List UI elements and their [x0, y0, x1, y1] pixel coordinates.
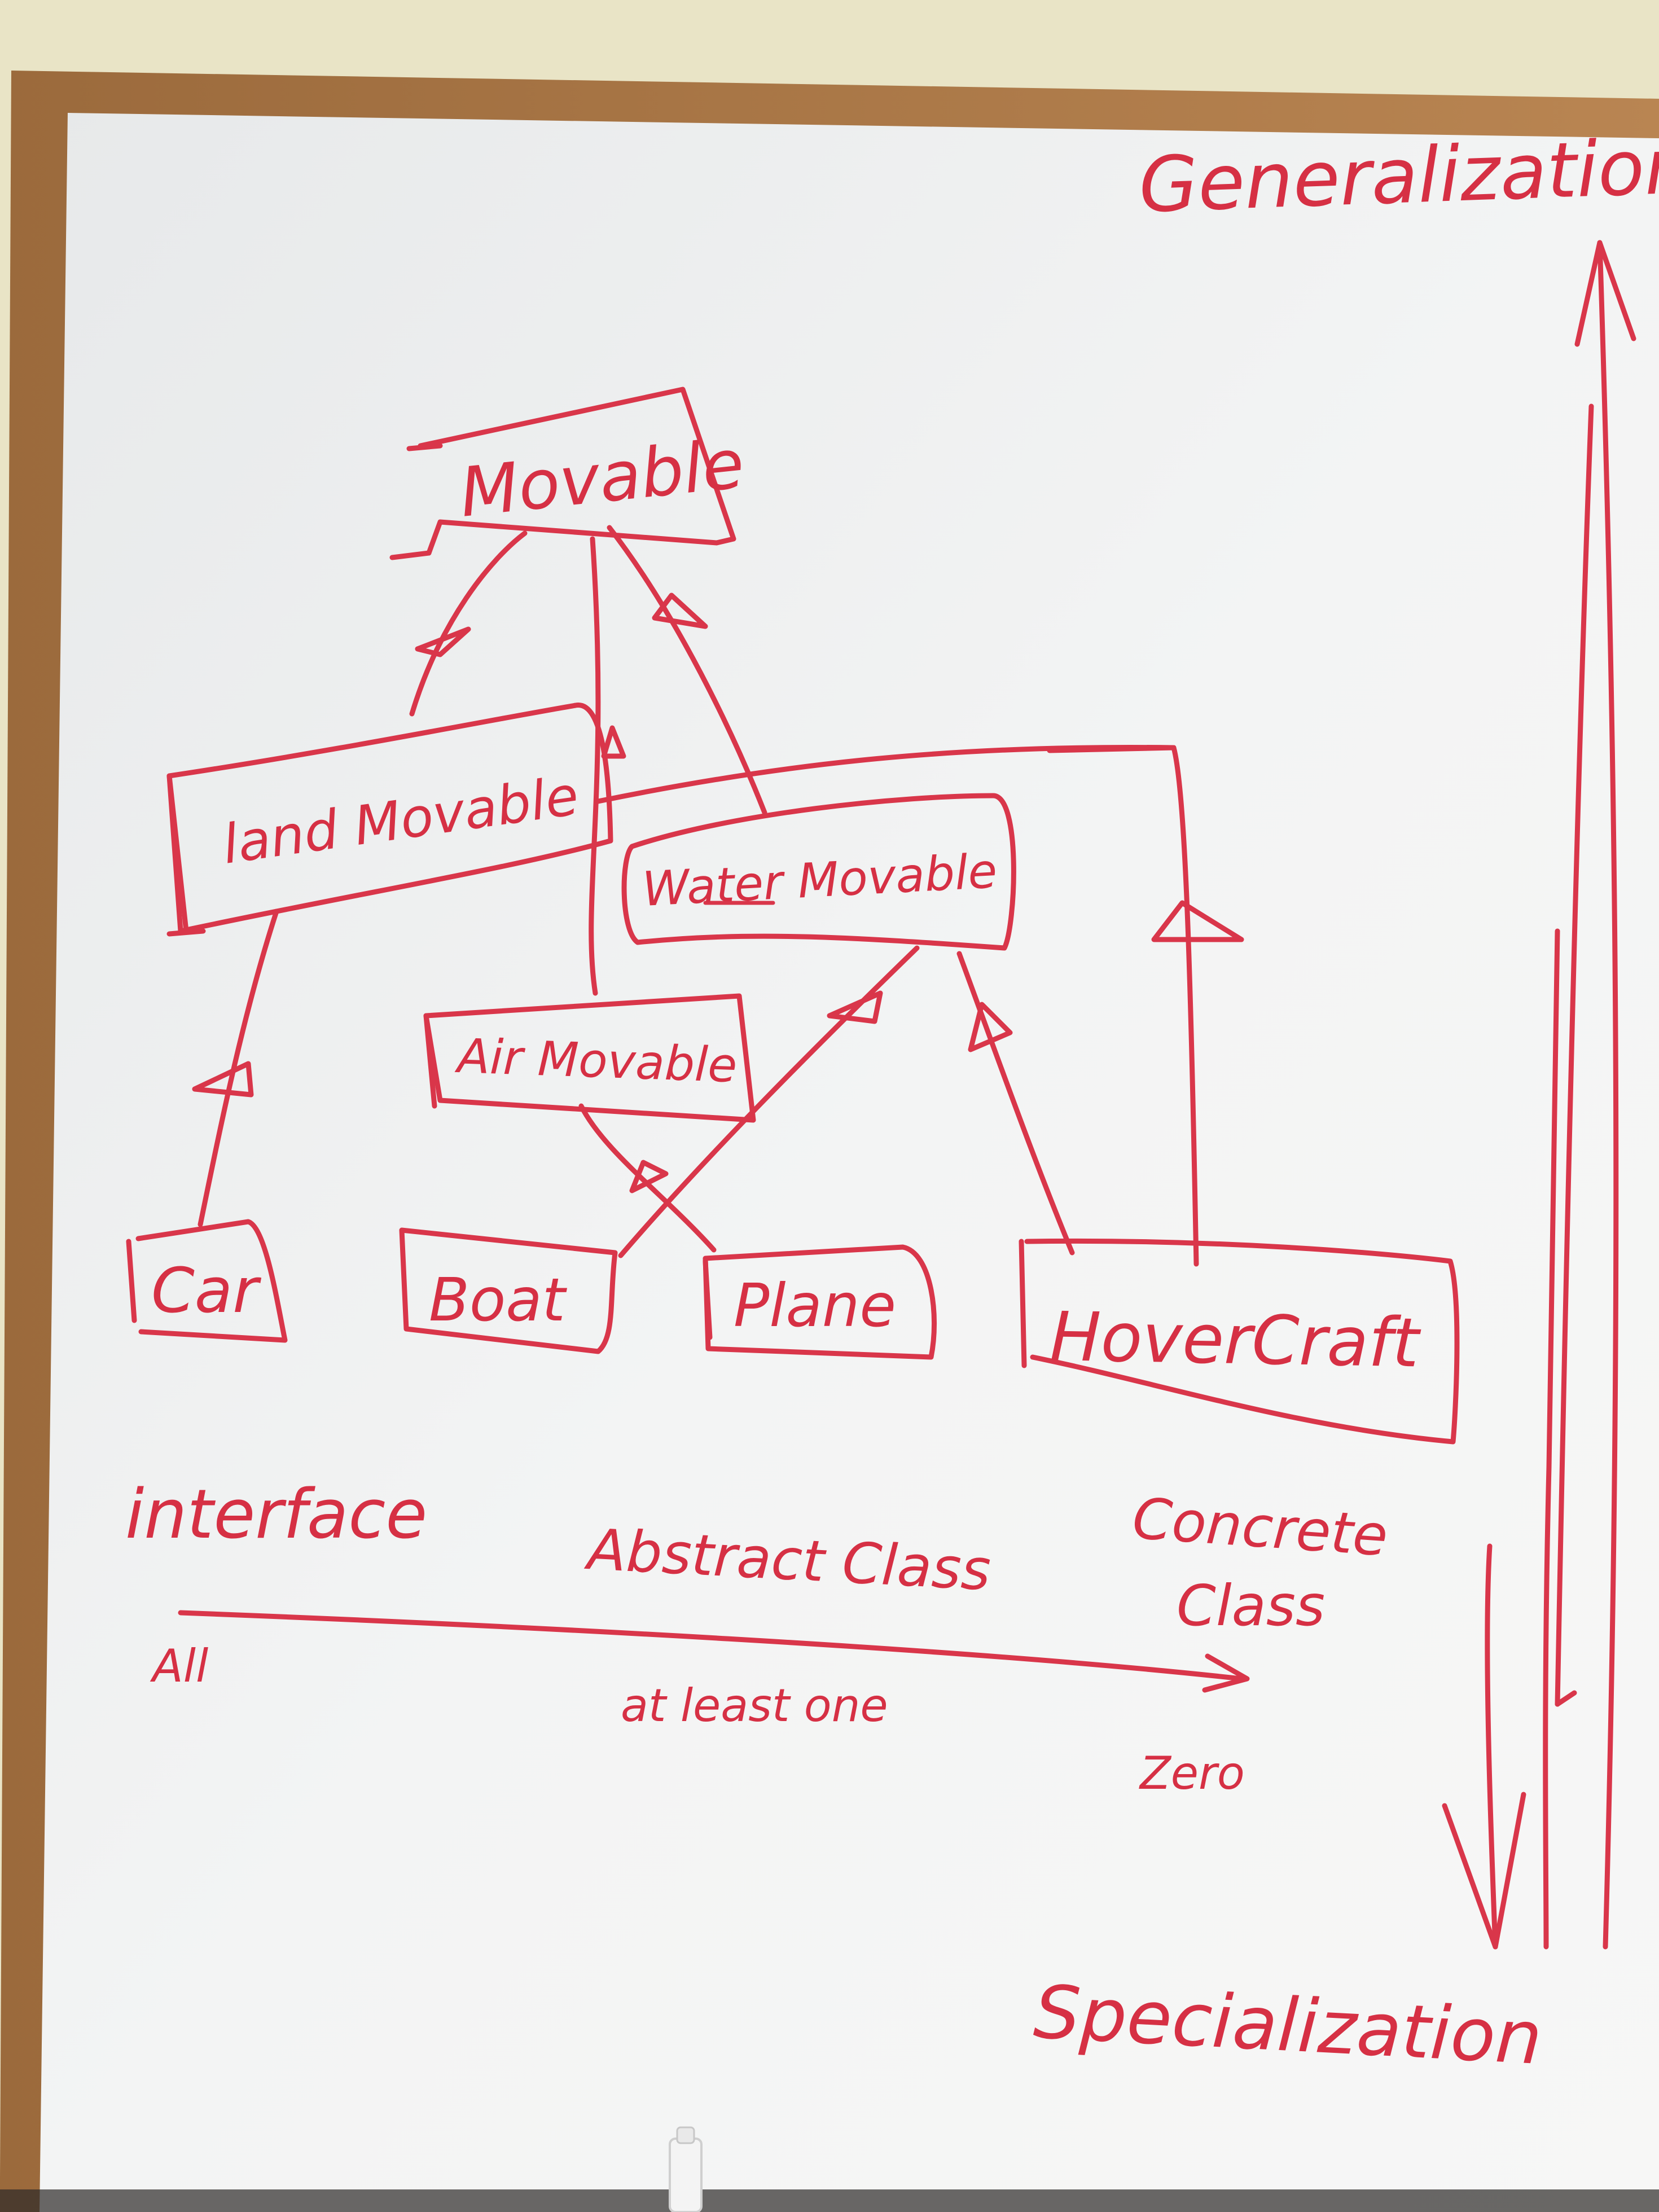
spray-bottle — [669, 2126, 703, 2212]
scale-zero: Zero — [1139, 1747, 1245, 1800]
air-movable-box — [423, 993, 756, 1123]
node-car-label: Car — [151, 1254, 261, 1327]
movable-box — [418, 387, 736, 556]
scale-all: All — [150, 1640, 208, 1692]
hovercraft-box — [1024, 1238, 1460, 1445]
axis-top-label: Generalization — [1138, 122, 1659, 230]
whiteboard-surface — [40, 113, 1659, 2212]
diagram-strokes — [126, 240, 1636, 1950]
plane-box — [703, 1244, 937, 1360]
node-air-movable-label: Air Movable — [454, 1028, 738, 1093]
node-hovercraft-label: HoverCraft — [1049, 1298, 1421, 1382]
node-boat-label: Boat — [429, 1266, 568, 1335]
water-movable-box — [621, 793, 1016, 951]
boat-box — [399, 1227, 618, 1354]
car-box — [135, 1219, 288, 1343]
scale-at-least-one: at least one — [621, 1679, 888, 1732]
legend-interface: interface — [125, 1476, 427, 1554]
node-plane-label: Plane — [734, 1271, 896, 1340]
floor-shadow — [0, 2189, 1659, 2212]
legend-concrete-class-line2: Class — [1177, 1573, 1325, 1639]
